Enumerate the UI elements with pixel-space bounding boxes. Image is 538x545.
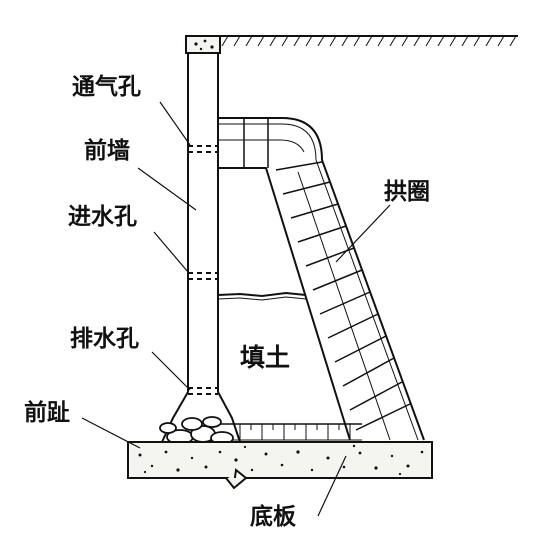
vent-hole-marks: [188, 145, 218, 153]
base-slab: [127, 441, 433, 490]
fill-boundary: [217, 291, 307, 301]
front-wall-label: 前墙: [84, 138, 130, 164]
inlet-hole-marks: [188, 272, 218, 280]
vent-hole-label: 通气孔: [72, 74, 141, 100]
drain-hole-label: 排水孔: [70, 326, 139, 352]
ground-surface: [220, 35, 518, 47]
front-toe-label: 前趾: [24, 400, 70, 426]
base-slab-label: 底板: [250, 504, 296, 530]
arch-ring-label: 拱圈: [384, 179, 430, 205]
arch-ring: [218, 117, 425, 441]
drain-hole-marks: [188, 387, 218, 395]
backfill-label: 填土: [240, 343, 291, 372]
base-fill-strip: [218, 423, 362, 441]
wall-cap: [185, 35, 221, 54]
rubble-stones: [159, 416, 234, 445]
leader-lines: [81, 101, 391, 517]
front-wall: [161, 53, 241, 443]
inlet-hole-label: 进水孔: [68, 204, 137, 230]
